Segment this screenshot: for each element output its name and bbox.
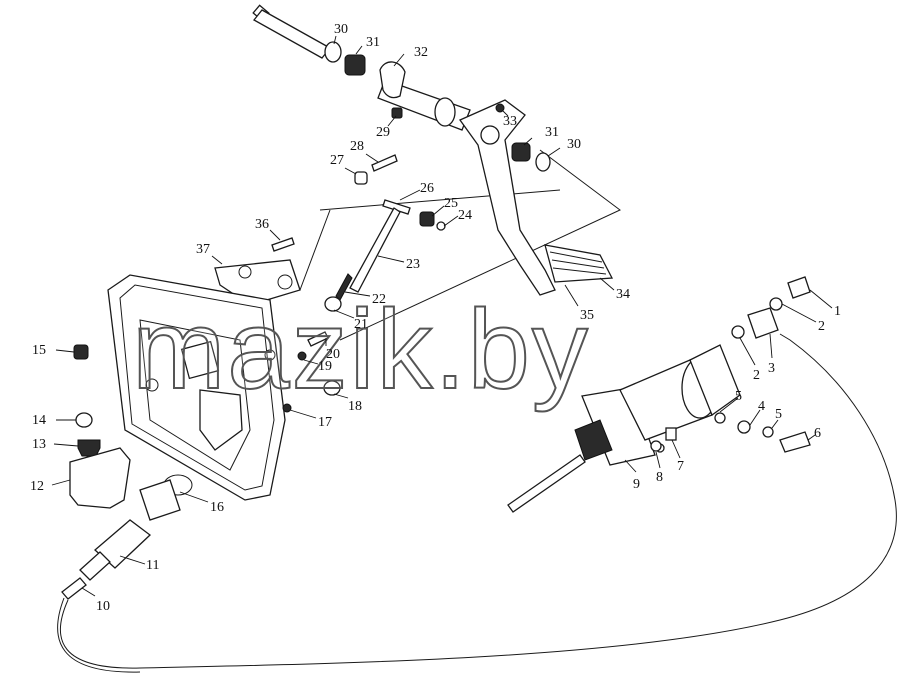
- bolt-20: [307, 331, 329, 347]
- cap-14: [75, 412, 93, 428]
- fitting-1: [787, 276, 811, 299]
- bolt-6: [779, 431, 811, 453]
- clamp-32: [379, 61, 406, 99]
- label-11: 11: [146, 558, 159, 573]
- label-27: 27: [330, 153, 344, 168]
- label-28: 28: [350, 139, 364, 154]
- label-1: 1: [834, 304, 841, 319]
- bolt-7: [665, 427, 677, 441]
- washer-2b: [731, 325, 745, 339]
- washer-5b: [714, 412, 726, 424]
- plug-15: [73, 344, 89, 360]
- label-30: 30: [334, 22, 348, 37]
- label-12: 12: [30, 479, 44, 494]
- label-3: 3: [768, 361, 775, 376]
- label-5: 5: [735, 389, 742, 404]
- fitting-4: [737, 420, 751, 434]
- mounting-plate: [107, 274, 286, 501]
- label-14: 14: [32, 413, 46, 428]
- label-15: 15: [32, 343, 46, 358]
- label-23: 23: [406, 257, 420, 272]
- label-2b: 2: [753, 368, 760, 383]
- label-6: 6: [814, 426, 821, 441]
- nut-17: [282, 403, 292, 413]
- label-4: 4: [758, 399, 765, 414]
- label-30b: 30: [567, 137, 581, 152]
- label-7: 7: [677, 459, 684, 474]
- washer-30: [324, 41, 342, 63]
- bushing-31: [344, 54, 366, 76]
- label-36: 36: [255, 217, 269, 232]
- label-26: 26: [420, 181, 434, 196]
- washer-5: [762, 426, 774, 438]
- label-17: 17: [318, 415, 332, 430]
- label-2: 2: [818, 319, 825, 334]
- label-19: 19: [318, 359, 332, 374]
- label-22: 22: [372, 292, 386, 307]
- label-31b: 31: [545, 125, 559, 140]
- reservoir-12: [69, 447, 131, 509]
- booster-9: [507, 344, 741, 513]
- label-25: 25: [444, 196, 458, 211]
- label-16: 16: [210, 500, 224, 515]
- washer-18: [323, 380, 341, 396]
- label-35: 35: [580, 308, 594, 323]
- bushing-31b: [511, 142, 531, 162]
- label-8: 8: [656, 470, 663, 485]
- master-cylinder-11: [61, 474, 193, 600]
- label-29: 29: [376, 125, 390, 140]
- label-24: 24: [458, 208, 472, 223]
- label-31: 31: [366, 35, 380, 50]
- hydraulic-line: [60, 333, 897, 669]
- label-10: 10: [96, 599, 110, 614]
- part-labels: 1 2 2 3 4 5 5 6 7 8 9 10 11 12 13 14 15 …: [30, 22, 841, 614]
- cap-13: [77, 439, 101, 457]
- label-13: 13: [32, 437, 46, 452]
- frame-outline: [299, 149, 621, 341]
- banjo-3: [747, 307, 779, 339]
- label-21: 21: [354, 317, 368, 332]
- watermark: mazik.by: [132, 287, 590, 412]
- label-37: 37: [196, 242, 210, 257]
- label-9: 9: [633, 477, 640, 492]
- washer-30b: [535, 152, 551, 172]
- label-34: 34: [616, 287, 630, 302]
- label-5b: 5: [775, 407, 782, 422]
- label-32: 32: [414, 45, 428, 60]
- clutch-pedal-lever: [459, 99, 614, 296]
- label-20: 20: [326, 347, 340, 362]
- nut-19: [297, 351, 307, 361]
- label-18: 18: [348, 399, 362, 414]
- label-33: 33: [503, 114, 517, 129]
- washer-2: [769, 297, 783, 311]
- washer-8: [650, 440, 662, 452]
- pushrod-assembly: [324, 107, 446, 312]
